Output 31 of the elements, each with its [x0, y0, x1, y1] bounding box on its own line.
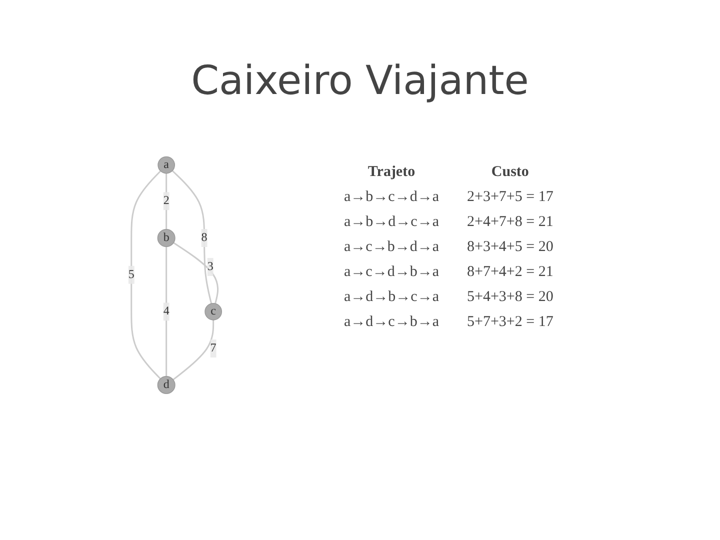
column-header: Custo [490, 163, 530, 182]
cost-cell-text: 2+3+7+5 = 17 [466, 188, 554, 207]
edge-label: 3 [207, 260, 214, 273]
edge-label: 4 [163, 304, 170, 318]
route-cell-text: a→d→c→b→a [343, 313, 440, 332]
column-header: Trajeto [366, 163, 416, 182]
slide-title: Caixeiro Viajante [190, 58, 530, 104]
connector [166, 173, 168, 230]
connector [172, 170, 212, 304]
edge-label: 8 [201, 231, 208, 244]
connector [166, 246, 168, 376]
route-cell-text: a→c→b→d→a [343, 238, 440, 257]
cost-cell-text: 5+4+3+8 = 20 [466, 288, 554, 307]
cost-cell-text: 2+4+7+8 = 21 [466, 213, 554, 232]
route-cell-text: a→c→d→b→a [343, 263, 440, 282]
node-circle: d [157, 376, 176, 394]
route-cell-text: a→b→d→c→a [343, 213, 440, 232]
node-circle: a [158, 156, 176, 174]
connector [173, 242, 219, 304]
cost-cell-text: 5+7+3+2 = 17 [466, 313, 554, 332]
edge-label: 2 [163, 194, 170, 208]
cost-cell-text: 8+3+4+5 = 20 [466, 238, 554, 257]
node-circle: c [204, 302, 222, 320]
connector [130, 170, 162, 380]
connector [172, 320, 214, 380]
edge-label: 7 [210, 342, 216, 355]
route-cell-text: a→d→b→c→a [343, 288, 440, 307]
route-cell-text: a→b→c→d→a [343, 188, 440, 207]
edge-label: 5 [128, 268, 134, 281]
node-circle: b [157, 228, 176, 248]
cost-cell-text: 8+7+4+2 = 21 [466, 263, 554, 282]
